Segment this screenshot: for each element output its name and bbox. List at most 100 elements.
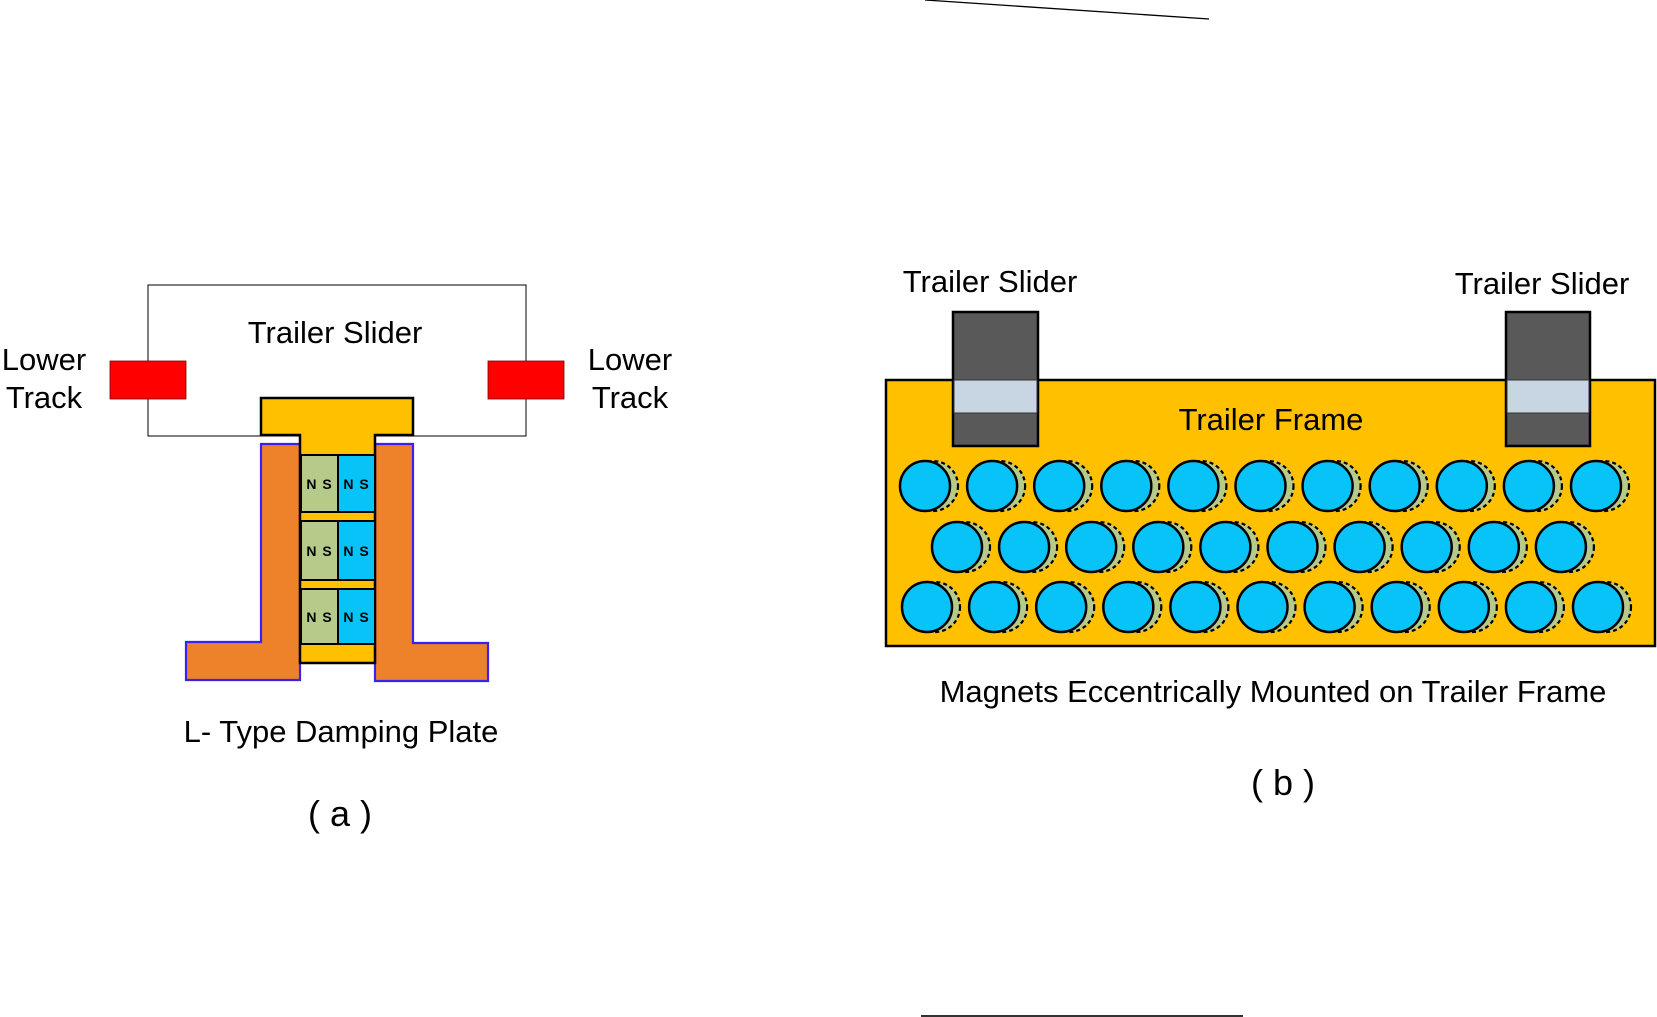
lower-track-right <box>487 360 565 400</box>
magnet-disc <box>1102 580 1155 634</box>
eccentric-magnet <box>1368 459 1429 513</box>
eccentric-magnet <box>1236 580 1297 634</box>
magnet-disc <box>1504 580 1558 634</box>
eccentric-magnet <box>1571 580 1633 634</box>
trailer-slider-left <box>951 310 1040 448</box>
magnet-disc <box>1034 580 1088 634</box>
eccentric-magnet <box>1167 459 1228 513</box>
eccentric-magnet <box>1400 520 1461 574</box>
magnet-disc <box>1167 459 1220 513</box>
magnet-disc <box>1236 580 1289 634</box>
magnet-disc <box>1333 520 1386 574</box>
magnet-disc <box>1368 459 1421 513</box>
slider-band <box>1506 379 1590 414</box>
lower-track-left <box>109 360 187 400</box>
magnet-disc <box>1169 580 1222 634</box>
magnet-pole-label: N S <box>306 476 332 492</box>
eccentric-magnet <box>1569 459 1631 513</box>
magnet-disc <box>967 580 1021 634</box>
eccentric-magnet <box>1102 580 1163 634</box>
eccentric-magnet <box>1303 580 1364 634</box>
eccentric-magnet <box>1032 459 1094 513</box>
magnet-disc <box>997 520 1051 574</box>
eccentric-magnet <box>1502 459 1564 513</box>
lower-track-right-label-line2: Track <box>592 380 669 415</box>
trailer-slider-right <box>1504 310 1592 448</box>
magnet-disc <box>1502 459 1556 513</box>
eccentric-magnet <box>1034 580 1096 634</box>
slider-band <box>953 379 1038 414</box>
eccentric-magnet <box>900 580 962 634</box>
magnet-disc <box>1467 520 1521 574</box>
eccentric-magnet <box>1504 580 1566 634</box>
magnet-disc <box>1064 520 1118 574</box>
eccentric-magnet <box>1435 459 1496 513</box>
magnet-pole-label: N S <box>343 543 369 559</box>
eccentric-magnet <box>1333 520 1394 574</box>
eccentric-magnet <box>997 520 1059 574</box>
magnet-row-3: N S N S <box>300 588 376 645</box>
magnet-disc <box>1569 459 1623 513</box>
magnet-disc <box>898 459 952 513</box>
magnet-pole-label: N S <box>306 543 332 559</box>
trailer-frame-label: Trailer Frame <box>1179 402 1364 437</box>
magnet-disc <box>1370 580 1423 634</box>
magnet-row-1: N S N S <box>300 454 376 513</box>
magnet-blue <box>337 454 376 513</box>
magnet-disc <box>1301 459 1354 513</box>
eccentric-magnet <box>1169 580 1230 634</box>
lower-track-left-label-line1: Lower <box>2 342 86 377</box>
eccentric-magnet <box>1467 520 1528 574</box>
eccentric-magnet <box>1234 459 1295 513</box>
caption-a: L- Type Damping Plate <box>184 714 499 749</box>
caption-b: Magnets Eccentrically Mounted on Trailer… <box>940 674 1607 709</box>
magnet-disc <box>1534 520 1588 574</box>
lower-track-left-label-line2: Track <box>6 380 83 415</box>
eccentric-magnet <box>1266 520 1327 574</box>
eccentric-magnet <box>930 520 992 574</box>
panel-label-a: ( a ) <box>308 793 372 834</box>
magnet-disc <box>1400 520 1453 574</box>
magnet-disc <box>1571 580 1625 634</box>
magnet-disc <box>1266 520 1319 574</box>
eccentric-magnet <box>1437 580 1498 634</box>
magnet-pole-label: N S <box>343 476 369 492</box>
damping-plate-right <box>373 442 490 683</box>
magnet-disc <box>900 580 954 634</box>
eccentric-magnet <box>898 459 960 513</box>
slider-body <box>1504 310 1592 448</box>
magnet-row-2: N S N S <box>300 520 376 581</box>
magnet-disc <box>1199 520 1252 574</box>
trailer-slider-label: Trailer Slider <box>248 315 423 350</box>
eccentric-magnet <box>1100 459 1161 513</box>
magnet-blue <box>337 588 376 645</box>
trailer-slider-right-label: Trailer Slider <box>1455 266 1630 301</box>
eccentric-magnet <box>1199 520 1260 574</box>
stray-line-top <box>924 0 1210 20</box>
panel-b: Trailer Frame Trailer Slider Trailer Sli… <box>884 264 1657 803</box>
magnet-disc <box>1234 459 1287 513</box>
magnet-disc <box>1435 459 1489 513</box>
magnet-disc <box>1100 459 1153 513</box>
eccentric-magnet <box>965 459 1027 513</box>
magnet-green <box>300 454 339 513</box>
eccentric-magnet <box>1132 520 1193 574</box>
magnet-disc <box>930 520 984 574</box>
magnet-disc <box>1303 580 1356 634</box>
panel-label-b: ( b ) <box>1251 762 1315 803</box>
magnet-pole-label: N S <box>306 609 332 625</box>
eccentric-magnet <box>1301 459 1362 513</box>
magnet-disc <box>1032 459 1086 513</box>
magnet-disc <box>1132 520 1185 574</box>
slider-body <box>951 310 1040 448</box>
trailer-slider-left-label: Trailer Slider <box>903 264 1078 299</box>
eccentric-magnet-array <box>898 459 1633 634</box>
eccentric-magnet <box>967 580 1029 634</box>
eccentric-magnet <box>1064 520 1126 574</box>
magnet-disc <box>1437 580 1491 634</box>
eccentric-magnet <box>1370 580 1431 634</box>
magnet-pole-label: N S <box>343 609 369 625</box>
magnet-disc <box>965 459 1019 513</box>
magnet-stack: N S N S N S N S N S N S <box>300 454 376 645</box>
